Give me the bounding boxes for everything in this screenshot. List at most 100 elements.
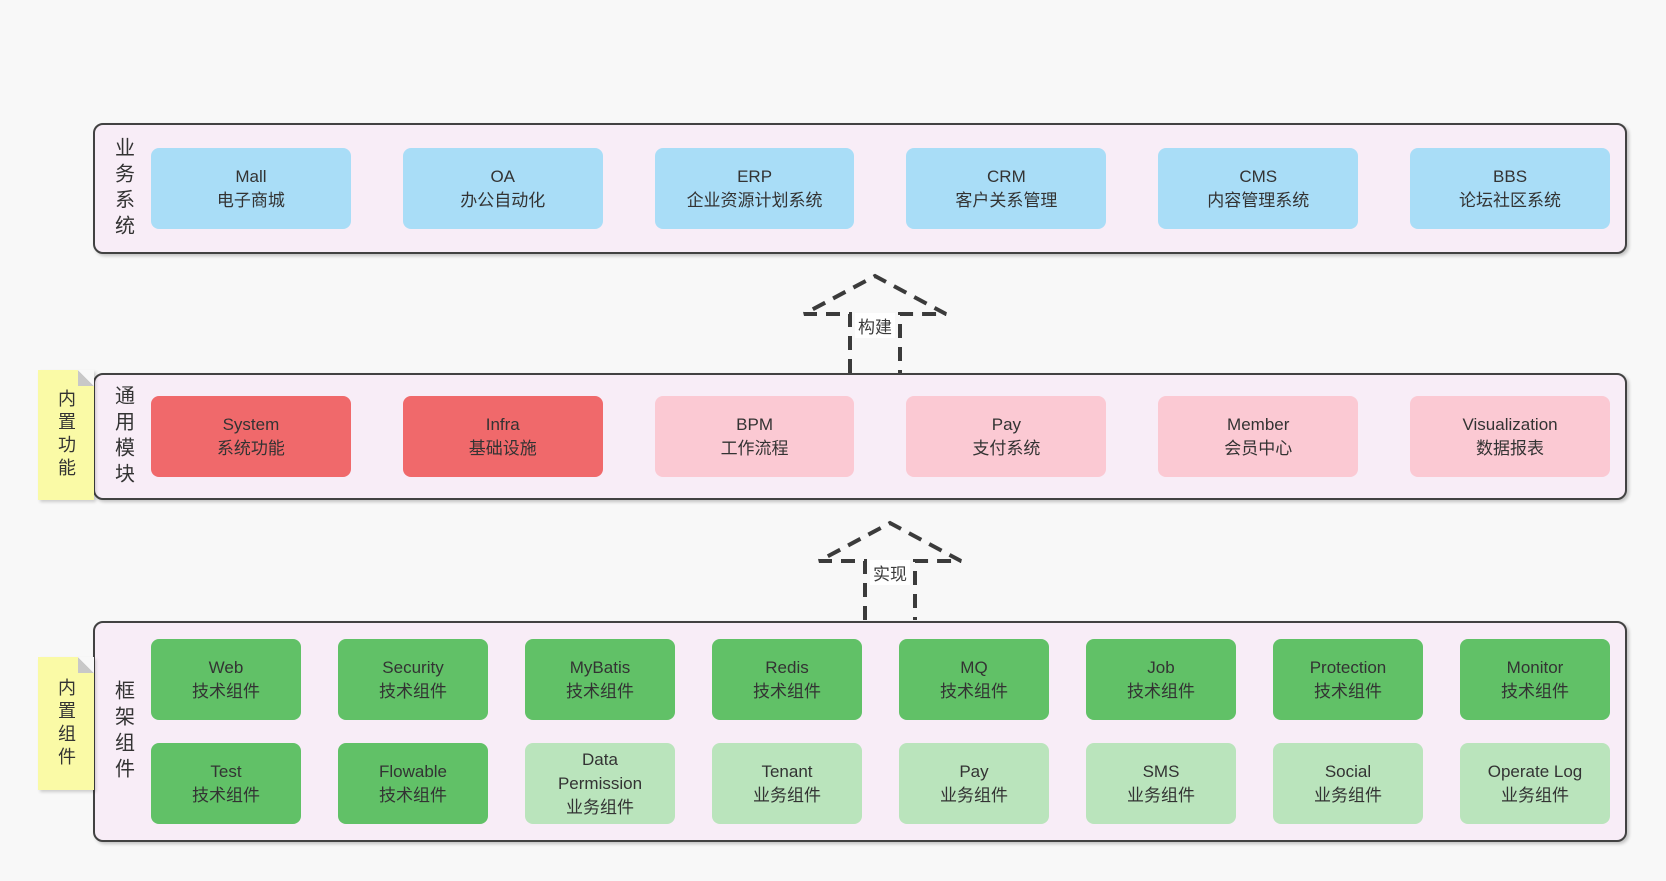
box-title: Member — [1227, 414, 1290, 434]
box-monitor: Monitor 技术组件 — [1460, 639, 1610, 720]
box-subtitle: 技术组件 — [566, 681, 634, 701]
note-text: 内置功能 — [56, 389, 76, 481]
box-subtitle: 内容管理系统 — [1207, 190, 1310, 210]
box-pay-module: Pay 支付系统 — [906, 396, 1107, 477]
box-subtitle: 数据报表 — [1476, 438, 1545, 458]
box-subtitle: 技术组件 — [940, 681, 1008, 701]
dashed-up-arrow-icon — [818, 520, 962, 620]
dashed-up-arrow-icon — [803, 273, 947, 373]
box-social: Social 业务组件 — [1273, 743, 1423, 824]
box-title: Job — [1147, 657, 1175, 677]
box-title: Test — [210, 761, 242, 781]
arrow-label: 构建 — [855, 313, 895, 338]
box-subtitle: 业务组件 — [940, 785, 1008, 805]
box-title: Infra — [485, 414, 520, 434]
section-label-framework: 框架组件 — [95, 623, 151, 840]
box-infra: Infra 基础设施 — [402, 396, 603, 477]
box-system: System 系统功能 — [151, 396, 351, 477]
box-title: Flowable — [378, 761, 448, 781]
note-fold-icon — [78, 657, 94, 673]
box-web: Web 技术组件 — [151, 639, 301, 720]
box-mq: MQ 技术组件 — [899, 639, 1049, 720]
modules-row: System 系统功能 Infra 基础设施 BPM 工作流程 Pay 支付系统… — [151, 396, 1610, 477]
box-pay-component: Pay 业务组件 — [899, 743, 1049, 824]
box-job: Job 技术组件 — [1086, 639, 1236, 720]
box-erp: ERP 企业资源计划系统 — [654, 148, 855, 229]
box-subtitle: 工作流程 — [720, 438, 789, 458]
box-data-permission: Data Permission 业务组件 — [525, 743, 675, 824]
box-flowable: Flowable 技术组件 — [338, 743, 488, 824]
box-mybatis: MyBatis 技术组件 — [525, 639, 675, 720]
box-sms: SMS 业务组件 — [1086, 743, 1236, 824]
box-title: Monitor — [1506, 657, 1564, 677]
box-title: Pay — [959, 761, 989, 781]
box-title: Redis — [765, 657, 809, 677]
box-title: Operate Log — [1487, 761, 1583, 781]
box-subtitle: 业务组件 — [753, 785, 821, 805]
sticky-note-builtin-features: 内置功能 — [38, 370, 94, 500]
arrow-label: 实现 — [870, 560, 910, 585]
box-title: Pay — [991, 414, 1022, 434]
box-crm: CRM 客户关系管理 — [906, 148, 1107, 229]
box-security: Security 技术组件 — [338, 639, 488, 720]
box-oa: OA 办公自动化 — [402, 148, 603, 229]
box-subtitle: 技术组件 — [753, 681, 821, 701]
box-subtitle: 论坛社区系统 — [1459, 190, 1562, 210]
box-mall: Mall 电子商城 — [151, 148, 351, 229]
section-business-systems: 业务系统 Mall 电子商城 OA 办公自动化 ERP 企业资源计划系统 CRM — [93, 123, 1627, 254]
box-title: BPM — [736, 414, 773, 434]
box-subtitle: 会员中心 — [1224, 438, 1293, 458]
note-text: 内置组件 — [56, 677, 76, 770]
box-title: MyBatis — [569, 657, 631, 677]
modules-content: System 系统功能 Infra 基础设施 BPM 工作流程 Pay 支付系统… — [151, 375, 1625, 498]
box-subtitle: 系统功能 — [216, 438, 285, 458]
box-title: Social — [1324, 761, 1372, 781]
framework-row-1: Web 技术组件 Security 技术组件 MyBatis 技术组件 Redi… — [151, 639, 1610, 720]
box-title: SMS — [1142, 761, 1180, 781]
box-subtitle: 支付系统 — [972, 438, 1041, 458]
box-subtitle: 业务组件 — [1314, 785, 1382, 805]
box-subtitle: 技术组件 — [379, 681, 447, 701]
business-content: Mall 电子商城 OA 办公自动化 ERP 企业资源计划系统 CRM 客户关系… — [151, 125, 1625, 252]
box-subtitle: 技术组件 — [192, 785, 260, 805]
box-title: OA — [490, 166, 516, 186]
box-title: Tenant — [761, 761, 813, 781]
box-tenant: Tenant 业务组件 — [712, 743, 862, 824]
box-subtitle: 基础设施 — [468, 438, 537, 458]
box-cms: CMS 内容管理系统 — [1158, 148, 1359, 229]
box-bbs: BBS 论坛社区系统 — [1410, 148, 1610, 229]
box-title: Protection — [1309, 657, 1387, 677]
box-member: Member 会员中心 — [1158, 396, 1359, 477]
box-title: CMS — [1239, 166, 1278, 186]
box-title: Mall — [235, 166, 267, 186]
box-subtitle: 技术组件 — [1127, 681, 1195, 701]
box-title: ERP — [737, 166, 773, 186]
section-framework-components: 框架组件 Web 技术组件 Security 技术组件 MyBatis 技术组件… — [93, 621, 1627, 842]
box-protection: Protection 技术组件 — [1273, 639, 1423, 720]
arrow-build: 构建 — [800, 273, 950, 373]
box-subtitle: 客户关系管理 — [955, 190, 1058, 210]
box-subtitle: 技术组件 — [1314, 681, 1382, 701]
arrow-implement: 实现 — [815, 520, 965, 620]
box-title: MQ — [960, 657, 988, 677]
box-subtitle: 企业资源计划系统 — [686, 190, 823, 210]
box-title: Web — [208, 657, 244, 677]
section-label-text: 业务系统 — [111, 136, 134, 241]
box-subtitle: 业务组件 — [1501, 785, 1569, 805]
section-label-business: 业务系统 — [95, 125, 151, 252]
box-subtitle: 电子商城 — [216, 190, 285, 210]
business-row: Mall 电子商城 OA 办公自动化 ERP 企业资源计划系统 CRM 客户关系… — [151, 148, 1610, 229]
box-test: Test 技术组件 — [151, 743, 301, 824]
section-common-modules: 通用模块 System 系统功能 Infra 基础设施 BPM 工作流程 Pay — [93, 373, 1627, 500]
sticky-note-builtin-components: 内置组件 — [38, 657, 94, 790]
box-title: BBS — [1493, 166, 1528, 186]
box-bpm: BPM 工作流程 — [654, 396, 855, 477]
box-title: System — [222, 414, 280, 434]
box-subtitle: 技术组件 — [1501, 681, 1569, 701]
box-title: CRM — [987, 166, 1026, 186]
box-subtitle: 办公自动化 — [460, 190, 546, 210]
box-title: Data Permission — [557, 749, 643, 793]
box-subtitle: 技术组件 — [379, 785, 447, 805]
framework-row-2: Test 技术组件 Flowable 技术组件 Data Permission … — [151, 743, 1610, 824]
